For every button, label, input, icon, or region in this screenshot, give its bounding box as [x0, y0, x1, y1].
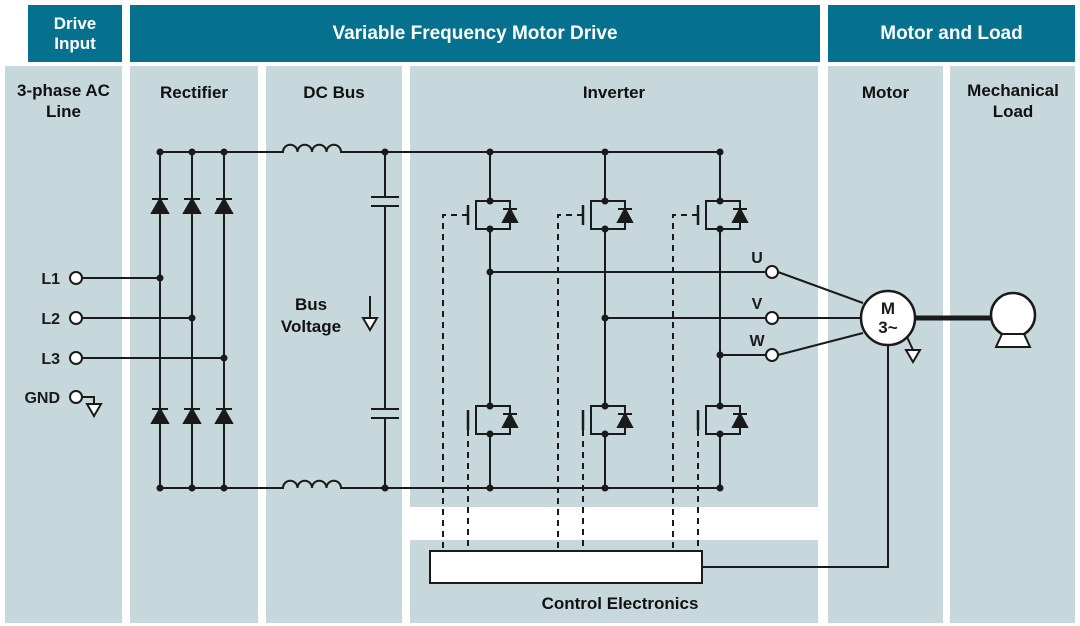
column-label-rectifier: Rectifier [159, 83, 229, 102]
column-label-inverter: Inverter [582, 83, 646, 102]
igbt-top-3 [696, 196, 749, 234]
igbt-bottom-1 [466, 401, 519, 439]
column-label-mech-load: Mechanical Load [967, 81, 1059, 122]
motor-label-3ph: 3~ [878, 318, 897, 337]
header-drive-input-label: Drive Input [53, 13, 97, 53]
rectifier-diode [183, 408, 201, 424]
column-label-motor: Motor [861, 83, 910, 102]
terminal-l1 [69, 271, 83, 285]
dc-bus-rails [160, 143, 720, 489]
output-phases: U V W [490, 250, 864, 362]
rectifier-diode [151, 198, 169, 214]
header-vfd-label: Variable Frequency Motor Drive [332, 22, 618, 44]
label-l2: L2 [41, 311, 60, 328]
label-w: W [749, 333, 765, 350]
igbt-bottom-2 [581, 401, 634, 439]
load-pump-base [994, 333, 1032, 348]
column-rectifier-bg [130, 66, 258, 623]
motor-feedback-line [702, 345, 889, 568]
control-electronics-label: Control Electronics [541, 594, 699, 613]
load-pump-body [989, 291, 1037, 339]
terminal-v [765, 311, 779, 325]
header-motor-and-load: Motor and Load [828, 5, 1075, 62]
header-motor-and-load-label: Motor and Load [880, 22, 1023, 44]
column-dc-bus-bg [266, 66, 402, 623]
label-l1: L1 [41, 271, 60, 288]
bus-voltage-arrowhead [362, 317, 378, 331]
rectifier-diode [183, 198, 201, 214]
column-label-dc-bus: DC Bus [303, 83, 365, 102]
ac-input-terminals: L1 L2 L3 GND [24, 271, 224, 417]
rectifier-bridge [151, 148, 233, 492]
motor-symbol: M 3~ [702, 289, 921, 568]
motor-label-m: M [881, 299, 895, 318]
ground-symbol-input [86, 403, 102, 417]
rectifier-diode [215, 198, 233, 214]
igbt-top-1 [466, 196, 519, 234]
column-ac-line-bg [5, 66, 122, 623]
inverter-control-gap [410, 507, 818, 540]
mechanical-load-symbol [915, 291, 1037, 348]
terminal-l3 [69, 351, 83, 365]
bus-voltage-label: Bus Voltage [280, 295, 342, 337]
control-electronics-box [429, 550, 703, 584]
label-v: V [752, 296, 763, 313]
igbt-bottom-3 [696, 401, 749, 439]
label-u: U [751, 250, 763, 267]
terminal-gnd [69, 390, 83, 404]
label-l3: L3 [41, 351, 60, 368]
column-label-ac-line: 3-phase AC Line [17, 81, 110, 122]
rectifier-diode [151, 408, 169, 424]
rectifier-diode [215, 408, 233, 424]
inverter-legs [466, 148, 749, 492]
gate-control-lines [442, 214, 699, 551]
label-gnd: GND [24, 390, 60, 407]
header-drive-input: Drive Input [28, 5, 122, 62]
ground-symbol-motor [905, 349, 921, 363]
motor-ground-lead [906, 336, 914, 351]
gnd-lead [82, 396, 95, 404]
terminal-u [765, 265, 779, 279]
dc-bus-capacitors [362, 148, 399, 492]
bus-rail-top-with-inductor [160, 143, 720, 153]
terminal-w [765, 348, 779, 362]
bus-rail-bottom-with-inductor [160, 479, 720, 489]
igbt-top-2 [581, 196, 634, 234]
header-vfd: Variable Frequency Motor Drive [130, 5, 820, 62]
terminal-l2 [69, 311, 83, 325]
